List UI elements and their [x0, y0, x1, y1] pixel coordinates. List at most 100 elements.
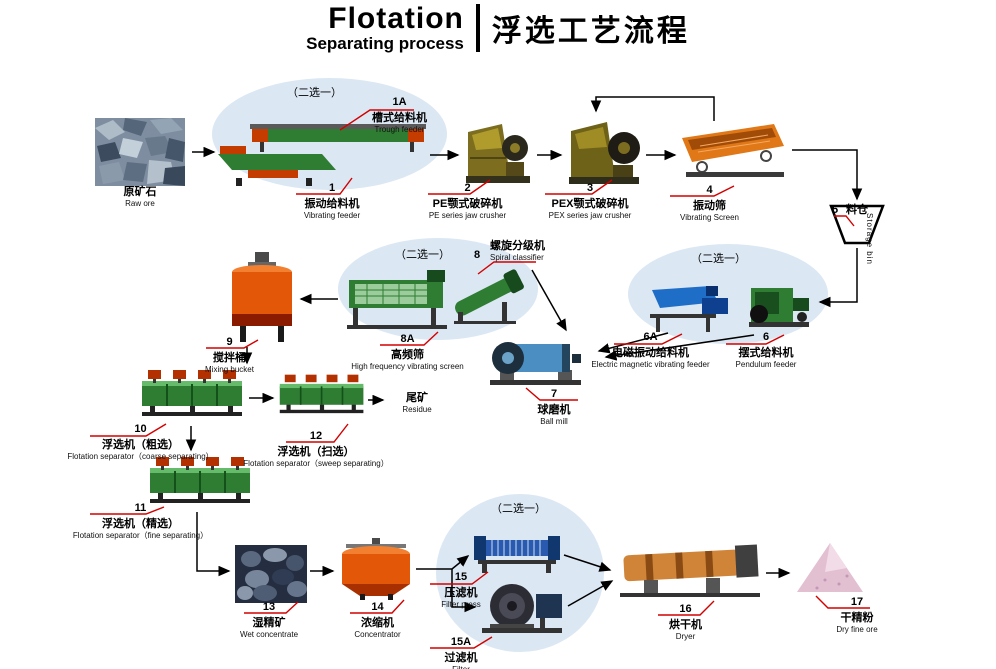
equipment-name-en: PEX series jaw crusher: [548, 211, 632, 221]
equipment-name-en: Concentrator: [354, 630, 401, 640]
equipment-number: 16: [679, 603, 692, 615]
equipment-name-zh: 槽式给料机: [372, 112, 427, 125]
label-ball-mill: 7 球磨机 Ball mill: [514, 388, 594, 427]
choose-one-note-feeders2: （二选一）: [691, 253, 746, 265]
electromagnetic-vibrating-feeder-icon: [648, 282, 733, 334]
equipment-number: 4: [706, 184, 713, 196]
equipment-name-en: Flotation separator（coarse separating）: [67, 452, 214, 462]
equipment-name-en: Dryer: [675, 632, 696, 642]
label-dryer: 16 烘干机 Dryer: [638, 603, 733, 642]
equipment-name-en: Vibrating feeder: [303, 211, 361, 221]
label-storage-bin-zh: 料仓: [846, 204, 868, 216]
choose-one-note-filters: （二选一）: [491, 503, 546, 515]
label-residue: 尾矿 Residue: [382, 392, 452, 415]
ball-mill-icon: [488, 328, 583, 386]
equipment-name-en: Filter press: [441, 600, 481, 610]
label-flotation-fine: 11 浮选机（精选） Flotation separator（fine sepa…: [58, 502, 223, 541]
title-english: Flotation Separating process: [306, 2, 464, 53]
label-storage-bin-number: 5: [832, 204, 839, 216]
label-flotation-coarse: 10 浮选机（粗选） Flotation separator（coarse se…: [58, 423, 223, 462]
equipment-name-en: Ball mill: [540, 417, 568, 427]
title-divider: [475, 4, 480, 52]
label-em-vibrating-feeder: 6A 电磁振动给料机 Electric magnetic vibrating f…: [578, 331, 723, 370]
equipment-name-zh: 振动筛: [693, 200, 726, 213]
equipment-number: 17: [850, 596, 864, 608]
equipment-number: 7: [550, 388, 558, 400]
label-filter: 15A 过滤机 Filter: [416, 636, 506, 669]
vibrating-screen-icon: [680, 122, 790, 184]
label-spiral-classifier-en: Spiral classifier: [490, 253, 544, 262]
flotation-machine-fine-icon: [148, 455, 253, 510]
equipment-name-zh: 过滤机: [444, 652, 478, 665]
equipment-name-en: Trough feeder: [374, 125, 425, 135]
choose-one-note-classifier: （二选一）: [395, 249, 450, 261]
trough-feeder-icon: [248, 122, 428, 154]
equipment-name-zh: 湿精矿: [252, 617, 286, 630]
flotation-machine-sweep-icon: [278, 373, 366, 419]
equipment-name-zh: 原矿石: [123, 186, 157, 198]
filter-icon: [480, 580, 565, 638]
equipment-name-en: Dry fine ore: [836, 625, 878, 635]
choose-one-note-feeders: （二选一）: [287, 87, 342, 99]
equipment-name-en: Wet concentrate: [239, 630, 299, 640]
label-raw-ore: 原矿石 Raw ore: [88, 186, 192, 209]
storage-bin-icon: [828, 204, 886, 246]
mixing-bucket-icon: [228, 252, 296, 344]
equipment-number: 9: [226, 336, 233, 348]
equipment-name-en: Raw ore: [125, 199, 155, 209]
label-spiral-classifier-zh: 螺旋分级机: [490, 240, 545, 252]
equipment-name-en: High frequency vibrating screen: [351, 362, 464, 372]
equipment-name-zh: 高频筛: [391, 349, 424, 362]
equipment-name-en: Filter: [416, 665, 506, 669]
label-filter-press: 15 压滤机 Filter press: [416, 571, 506, 610]
dryer-icon: [618, 540, 763, 600]
equipment-name-zh: PEX颚式破碎机: [551, 198, 629, 211]
residue-zh: 尾矿: [406, 392, 428, 404]
equipment-number: 6A: [643, 331, 658, 343]
equipment-number: 15: [454, 571, 468, 583]
filter-press-icon: [472, 528, 562, 573]
equipment-number: 10: [134, 423, 147, 435]
equipment-name-zh: 烘干机: [669, 619, 702, 632]
title-english-sub: Separating process: [306, 33, 464, 53]
label-vibrating-feeder: 1 振动给料机 Vibrating feeder: [288, 182, 376, 221]
high-frequency-screen-icon: [345, 268, 453, 330]
label-mixing-bucket: 9 搅拌桶 Mixing bucket: [182, 336, 277, 375]
pendulum-feeder-icon: [745, 278, 813, 333]
label-trough-feeder: 1A 槽式给料机 Trough feeder: [352, 96, 447, 135]
concentrator-icon: [338, 538, 413, 600]
equipment-name-zh: 浮选机（粗选）: [102, 439, 179, 452]
label-dry-fine-ore: 17 干精粉 Dry fine ore: [812, 596, 902, 635]
label-spiral-classifier-number: 8: [474, 249, 481, 261]
pex-jaw-crusher-icon: [565, 115, 643, 187]
label-vibrating-screen: 4 振动筛 Vibrating Screen: [662, 184, 757, 223]
equipment-name-zh: 振动给料机: [304, 198, 360, 211]
label-wet-concentrate: 13 湿精矿 Wet concentrate: [224, 601, 314, 640]
equipment-name-zh: 浮选机（精选）: [102, 518, 179, 531]
label-concentrator: 14 浓缩机 Concentrator: [330, 601, 425, 640]
pe-jaw-crusher-icon: [462, 118, 534, 188]
label-pendulum-feeder: 6 摆式给料机 Pendulum feeder: [716, 331, 816, 370]
equipment-name-zh: 浓缩机: [361, 617, 394, 630]
label-storage-bin-en: Storage bin: [865, 213, 874, 265]
equipment-name-zh: 搅拌桶: [213, 352, 246, 365]
equipment-name-en: Pendulum feeder: [735, 360, 797, 370]
spiral-classifier-icon: [452, 260, 530, 324]
dry-fine-ore-pile-image: [795, 540, 865, 595]
equipment-name-en: PE series jaw crusher: [428, 211, 507, 221]
equipment-name-zh: 电磁振动给料机: [612, 347, 689, 360]
equipment-number: 11: [134, 502, 147, 514]
equipment-name-zh: 浮选机（扫选）: [277, 446, 355, 459]
title-english-main: Flotation: [328, 2, 464, 36]
equipment-number: 6: [762, 331, 770, 343]
equipment-name-zh: PE颚式破碎机: [432, 198, 503, 211]
equipment-name-en: Flotation separator（sweep separating）: [243, 459, 389, 469]
vibrating-feeder-icon: [218, 144, 340, 186]
equipment-name-zh: 球磨机: [537, 404, 571, 417]
label-flotation-sweep: 12 浮选机（扫选） Flotation separator（sweep sep…: [236, 430, 396, 469]
raw-ore-image: [95, 118, 185, 186]
equipment-number: 2: [464, 182, 471, 194]
title-chinese: 浮选工艺流程: [491, 15, 690, 48]
equipment-name-en: Electric magnetic vibrating feeder: [591, 360, 710, 370]
